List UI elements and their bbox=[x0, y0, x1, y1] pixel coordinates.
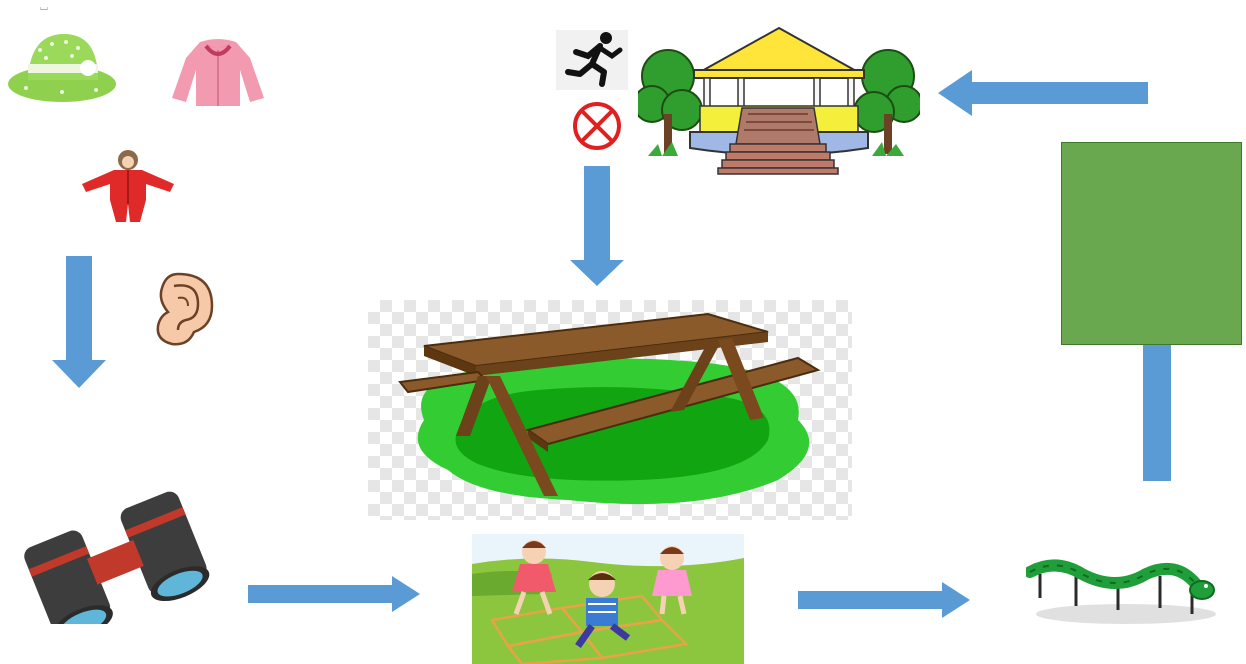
gazebo-icon bbox=[638, 24, 920, 176]
arrow-right-bottom-left bbox=[248, 576, 420, 612]
snake-balance-beam-icon bbox=[1026, 548, 1216, 626]
arrow-up-right-shaft bbox=[1143, 345, 1171, 481]
arrow-right-bottom-right bbox=[798, 582, 970, 618]
arrow-down-left bbox=[52, 256, 106, 388]
no-symbol-icon bbox=[566, 100, 628, 152]
sun-hat-icon bbox=[6, 28, 118, 104]
running-person-icon bbox=[560, 30, 624, 88]
picnic-table-icon bbox=[368, 300, 852, 520]
arrow-down-center bbox=[570, 166, 624, 286]
red-snowsuit-icon bbox=[74, 150, 182, 224]
binoculars-icon bbox=[16, 488, 214, 624]
children-hopscotch-icon bbox=[472, 534, 744, 664]
green-box bbox=[1061, 142, 1242, 345]
pink-jacket-icon bbox=[166, 36, 270, 108]
corner-mark: ⌴ bbox=[40, 2, 48, 13]
arrow-left-top bbox=[938, 70, 1148, 116]
ear-icon bbox=[148, 270, 218, 348]
